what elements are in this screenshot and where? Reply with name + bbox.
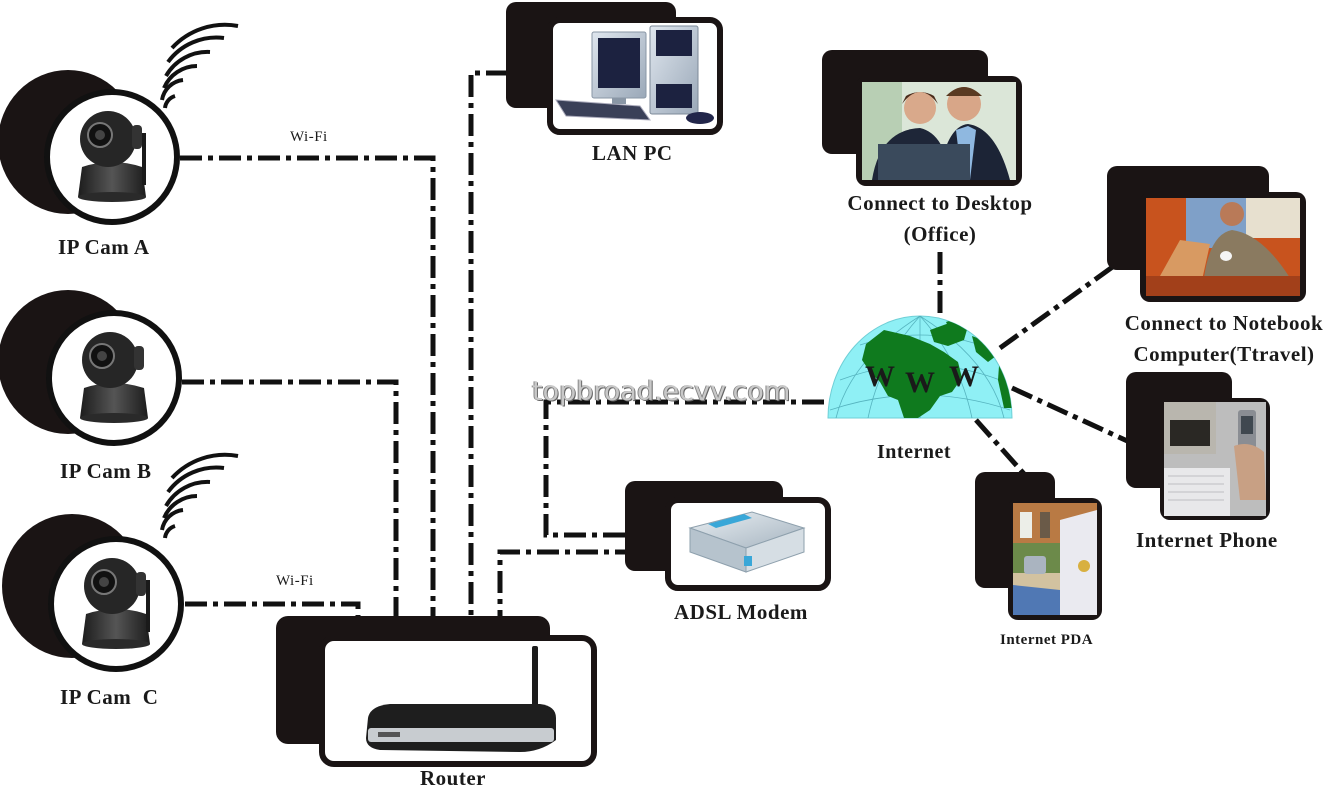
ip-camera-icon xyxy=(78,111,146,202)
node-desktop-office[interactable] xyxy=(822,50,1022,186)
edge-cam-b-router xyxy=(182,379,399,632)
label-wifi-cam-a: Wi-Fi xyxy=(290,129,328,145)
edge-cam-a-router xyxy=(180,155,436,632)
label-ip-cam-c: IP Cam C xyxy=(60,685,159,709)
mobile-phone-photo xyxy=(1164,402,1266,516)
wifi-signal-icon xyxy=(160,452,239,539)
wifi-signal-icon xyxy=(160,22,239,109)
node-ip-cam-a[interactable] xyxy=(0,22,239,225)
node-lan-pc[interactable] xyxy=(506,2,723,135)
node-ip-cam-b[interactable] xyxy=(0,290,182,446)
ip-camera-icon xyxy=(82,558,150,649)
office-users-photo xyxy=(862,82,1016,180)
label-desktop-line1: Connect to Desktop xyxy=(847,191,1033,215)
desktop-pc-icon xyxy=(555,25,714,124)
globe-letter-3: W xyxy=(949,360,979,393)
ip-camera-icon xyxy=(80,332,148,423)
label-notebook-line2: Computer(Ttravel) xyxy=(1133,342,1315,366)
globe-letter-2: W xyxy=(905,366,935,399)
adsl-modem-icon xyxy=(688,511,806,573)
label-adsl-modem: ADSL Modem xyxy=(674,600,808,624)
node-internet-phone[interactable] xyxy=(1126,372,1270,520)
edge-cam-c-router xyxy=(185,601,361,632)
connection-lines xyxy=(180,70,1162,632)
edge-internet-notebook xyxy=(998,255,1127,351)
label-ip-cam-b: IP Cam B xyxy=(60,459,152,483)
edge-router-modem xyxy=(497,549,625,632)
label-lan-pc: LAN PC xyxy=(592,141,673,165)
globe-letter-1: W xyxy=(865,360,895,393)
node-router[interactable] xyxy=(276,616,597,767)
node-adsl-modem[interactable] xyxy=(625,481,831,591)
label-internet-pda: Internet PDA xyxy=(1000,632,1094,648)
node-notebook-travel[interactable] xyxy=(1107,166,1306,302)
label-internet-phone: Internet Phone xyxy=(1136,528,1278,552)
label-desktop-line2: (Office) xyxy=(903,222,977,246)
label-notebook-line1: Connect to Notebook xyxy=(1124,311,1324,335)
pda-user-photo xyxy=(1013,503,1097,615)
label-router: Router xyxy=(420,766,486,790)
label-ip-cam-a: IP Cam A xyxy=(58,235,150,259)
notebook-user-photo xyxy=(1146,198,1300,296)
node-internet-pda[interactable] xyxy=(975,472,1102,620)
node-ip-cam-c[interactable] xyxy=(2,452,239,672)
label-wifi-cam-c: Wi-Fi xyxy=(276,573,314,589)
edge-modem-internet xyxy=(543,399,828,538)
wireless-router-icon xyxy=(366,646,556,752)
label-internet: Internet xyxy=(877,441,951,463)
node-internet[interactable]: W W W xyxy=(827,315,1013,419)
edge-lanpc-router xyxy=(468,70,508,632)
globe-icon: W W W xyxy=(827,315,1013,419)
watermark-text: topbroad.ecvv.com xyxy=(532,376,791,407)
